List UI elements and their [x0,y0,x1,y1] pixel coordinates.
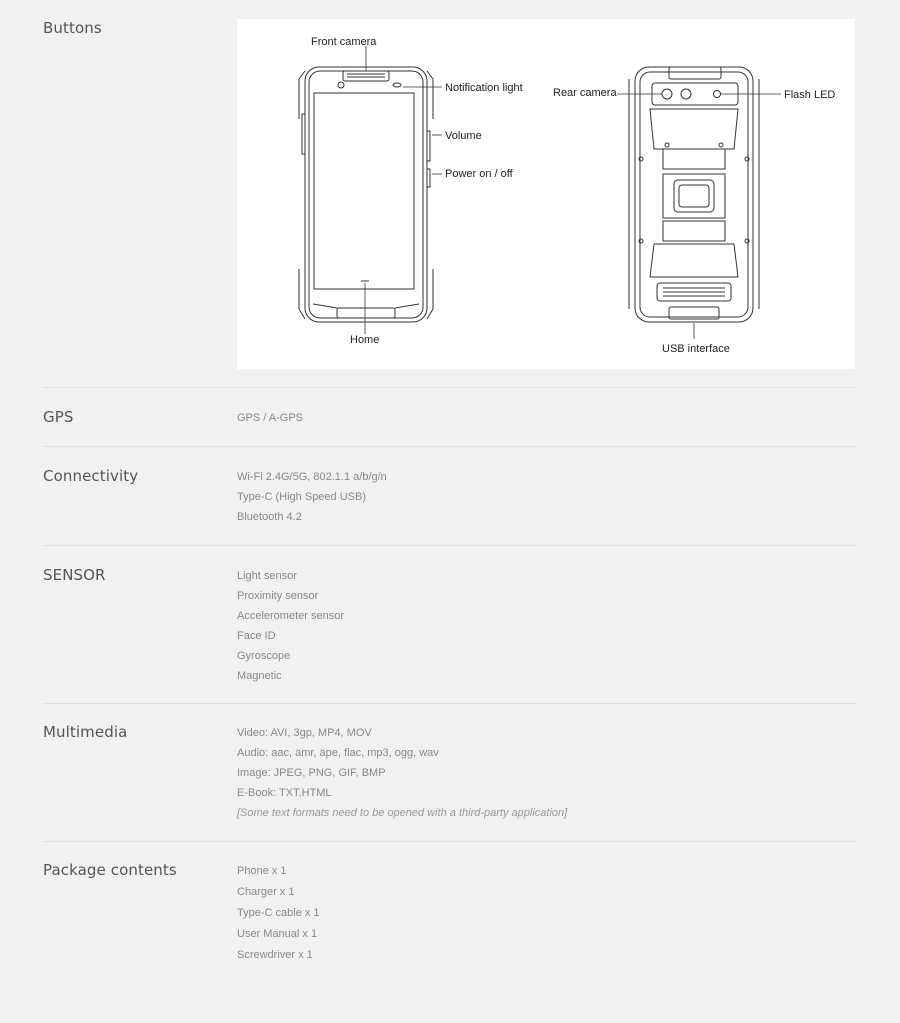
spec-value: User Manual x 1 [237,928,318,940]
section-divider [43,841,857,842]
spec-value: Magnetic [237,670,282,682]
spec-value: E-Book: TXT,HTML [237,787,332,799]
label-home: Home [350,334,379,346]
spec-values: GPS / A-GPS [237,408,303,428]
label-rear-camera: Rear camera [553,87,617,99]
spec-value: Charger x 1 [237,886,295,898]
spec-value: Wi-Fi 2.4G/5G, 802.1.1 a/b/g/n [237,471,387,483]
spec-values: Phone x 1 Charger x 1 Type-C cable x 1 U… [237,861,320,966]
spec-value: Image: JPEG, PNG, GIF, BMP [237,767,386,779]
spec-label: Package contents [43,861,177,879]
label-front-camera: Front camera [311,36,377,48]
rear-callout-lines [617,93,781,339]
spec-value: Type-C (High Speed USB) [237,491,366,503]
spec-values: Video: AVI, 3gp, MP4, MOV Audio: aac, am… [237,723,567,823]
spec-value: Video: AVI, 3gp, MP4, MOV [237,727,372,739]
spec-label: Connectivity [43,467,139,485]
spec-note: [Some text formats need to be opened wit… [237,807,568,819]
section-divider [43,545,857,546]
spec-value: GPS / A-GPS [237,412,304,424]
spec-value: Gyroscope [237,650,291,662]
spec-values: Light sensor Proximity sensor Accelerome… [237,566,344,686]
spec-value: Proximity sensor [237,590,319,602]
front-callout-lines [364,46,442,334]
label-flash-led: Flash LED [784,89,835,101]
section-divider [43,446,857,447]
spec-value: Light sensor [237,570,297,582]
section-divider [43,703,857,704]
spec-value: Accelerometer sensor [237,610,344,622]
phone-front-illustration [298,66,434,323]
spec-values: Wi-Fi 2.4G/5G, 802.1.1 a/b/g/n Type-C (H… [237,467,387,527]
spec-value: Bluetooth 4.2 [237,511,302,523]
section-divider [43,387,857,388]
spec-value: Screwdriver x 1 [237,949,313,961]
spec-label: Buttons [43,19,102,37]
label-usb-interface: USB interface [662,343,730,355]
label-volume: Volume [445,130,482,142]
spec-value: Audio: aac, amr, ape, flac, mp3, ogg, wa… [237,747,439,759]
phone-diagram-illustration: Front camera Notification light Volume P… [298,36,835,355]
spec-value: Type-C cable x 1 [237,907,320,919]
label-notification-light: Notification light [445,82,523,94]
spec-value: Face ID [237,630,276,642]
spec-label: SENSOR [43,566,106,584]
spec-label: GPS [43,408,74,426]
spec-label: Multimedia [43,723,128,741]
spec-value: Phone x 1 [237,865,287,877]
buttons-diagram: Front camera Notification light Volume P… [237,19,855,369]
phone-rear-illustration [628,66,760,323]
label-power: Power on / off [445,168,514,180]
